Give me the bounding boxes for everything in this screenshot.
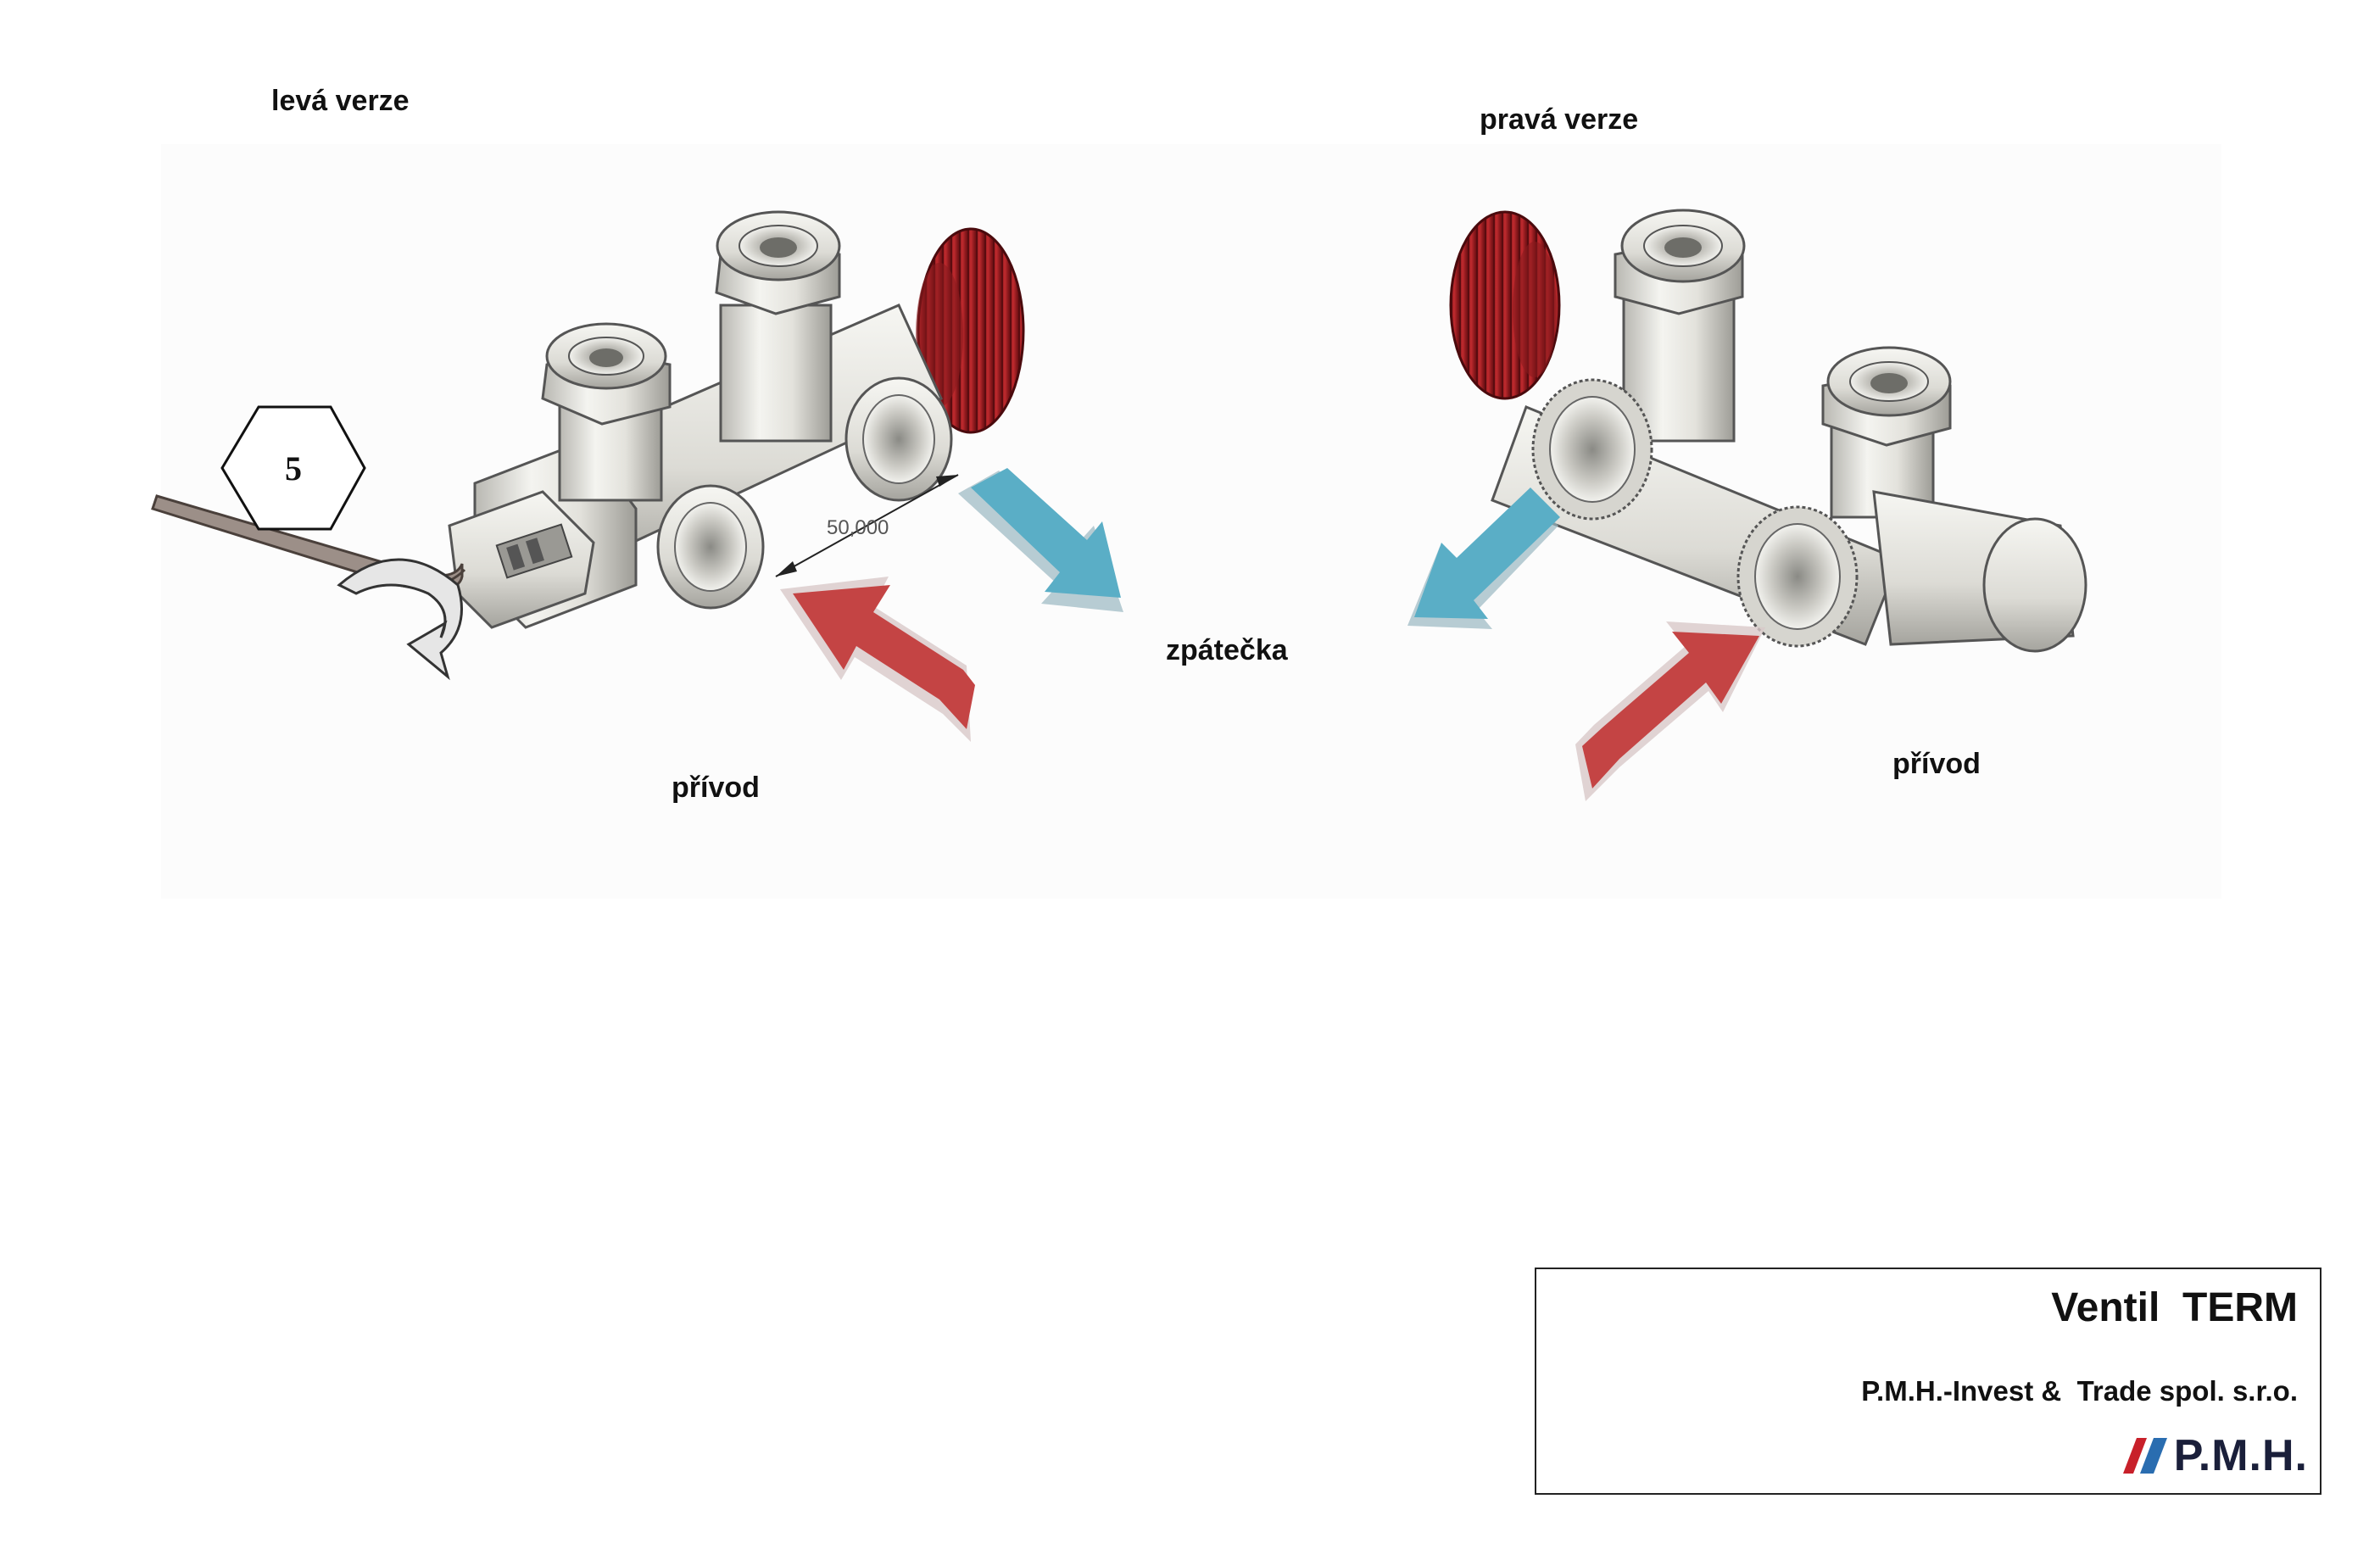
- left-red-cap: [916, 227, 1025, 434]
- left-nut-lower: [541, 322, 672, 426]
- right-return-arrow-icon: [1407, 488, 1560, 629]
- logo-mark-icon: [2122, 1438, 2167, 1474]
- company-logo: P.M.H.: [2121, 1430, 2308, 1481]
- rotation-arrow-icon: [337, 558, 463, 681]
- hex-size-badge: 5: [220, 405, 366, 531]
- right-outlet-supply: [1736, 505, 1859, 648]
- return-label: zpátečka: [1166, 634, 1288, 666]
- title-block: Ventil TERM P.M.H.-Invest & Trade spol. …: [1535, 1268, 2321, 1495]
- dimension-annotation: 50,000: [775, 474, 959, 577]
- right-valve: [1449, 209, 2087, 653]
- dimension-text: 50,000: [827, 516, 889, 539]
- right-version-label: pravá verze: [1480, 103, 1639, 136]
- supply-label-left: přívod: [672, 772, 760, 804]
- left-supply-arrow-icon: [780, 577, 975, 742]
- right-end-cap: [1982, 517, 2087, 653]
- hex-size-text: 5: [285, 449, 302, 488]
- right-red-cap: [1449, 210, 1561, 400]
- right-supply-arrow-icon: [1575, 621, 1765, 801]
- title-block-company: P.M.H.-Invest & Trade spol. s.r.o.: [1861, 1375, 2298, 1407]
- right-outlet-return: [1531, 378, 1653, 521]
- right-nut-upper: [1614, 209, 1746, 315]
- supply-label-right: přívod: [1892, 748, 1981, 780]
- left-nut-upper: [715, 210, 841, 315]
- left-version-label: levá verze: [271, 85, 410, 117]
- left-valve: 50,000: [448, 210, 1025, 629]
- logo-text: P.M.H.: [2173, 1431, 2308, 1480]
- left-outlet-return: [844, 376, 953, 502]
- right-nut-lower: [1821, 346, 1952, 447]
- left-outlet-supply: [656, 484, 765, 610]
- title-block-title: Ventil TERM: [2051, 1285, 2298, 1330]
- left-return-arrow-icon: [958, 468, 1123, 612]
